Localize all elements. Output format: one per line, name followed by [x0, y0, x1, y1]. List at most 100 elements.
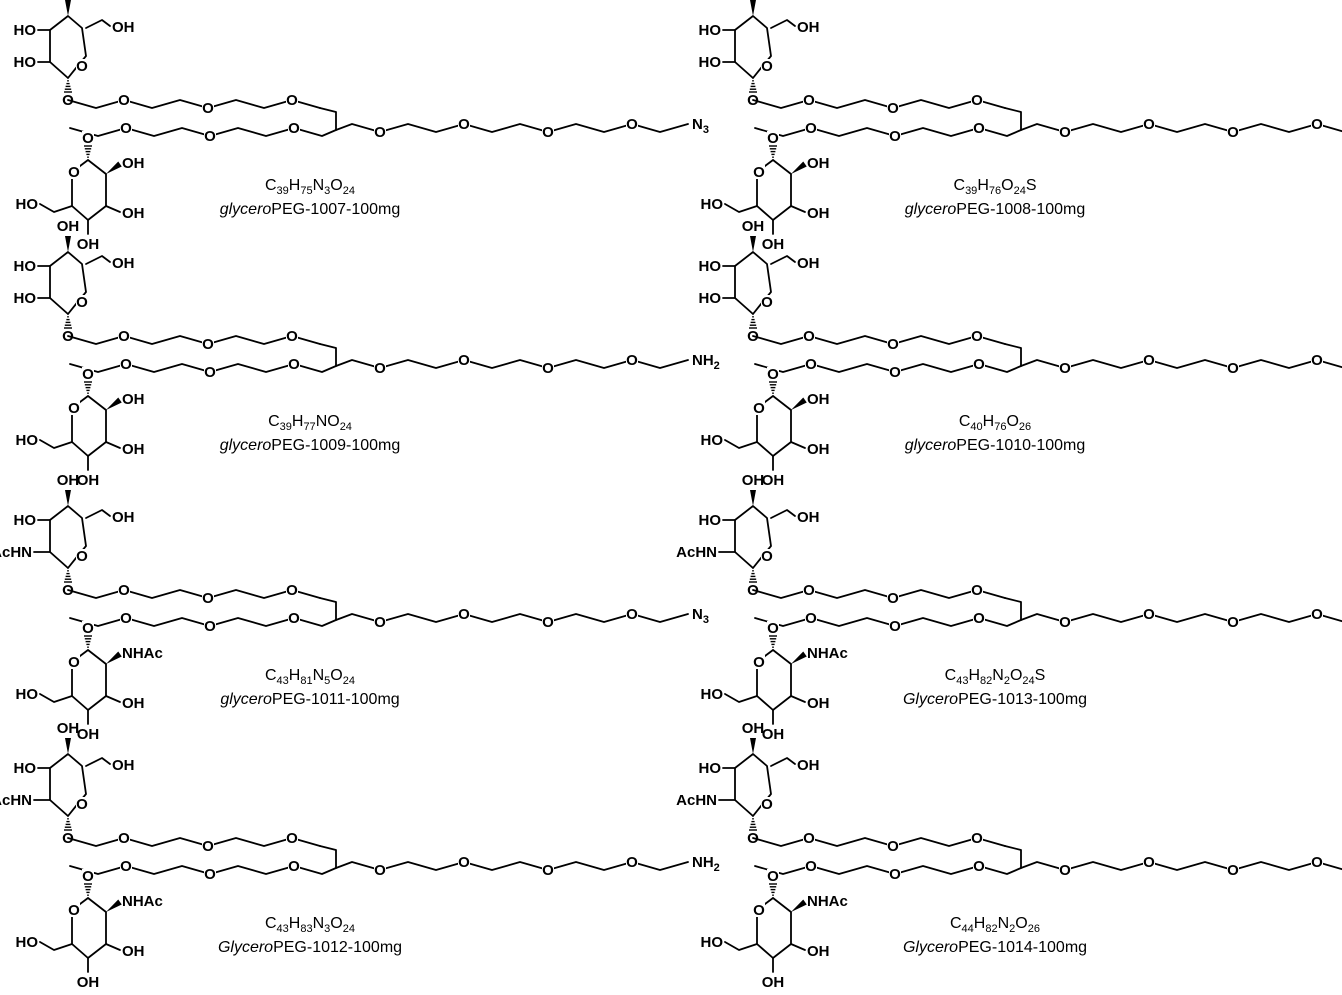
oxygen-atom-label: O — [973, 356, 985, 373]
bond-chain — [39, 693, 73, 703]
oxygen-atom-label: O — [288, 120, 300, 137]
molecular-formula: C39H75N3O24 — [265, 177, 355, 197]
oxygen-atom-label: O — [626, 854, 638, 871]
oxygen-atom-label: O — [202, 838, 214, 855]
bond-chain — [770, 509, 796, 519]
atom-mask — [761, 549, 773, 563]
oxygen-atom-label: O — [1143, 116, 1155, 133]
wedge-bond — [750, 0, 756, 16]
oxygen-atom-label: O — [202, 590, 214, 607]
bond-chain — [67, 589, 321, 599]
hydroxyl-label: OH — [762, 974, 785, 991]
atom-mask — [458, 607, 470, 621]
amine-label: NH2 — [692, 854, 720, 874]
compound-c1013: OAcHNHOOHOHOONHAcOHOHHOOOOOOOOOOOOSHC43H… — [676, 472, 1342, 743]
bond-chain — [1004, 343, 1022, 367]
atom-mask — [626, 117, 638, 131]
atom-mask — [973, 859, 985, 873]
wedge-bond — [750, 490, 756, 506]
oxygen-atom-label: O — [803, 328, 815, 345]
atom-mask — [286, 329, 298, 343]
wedge-bond — [106, 899, 122, 912]
hydroxyl-label: OH — [77, 236, 100, 253]
hydroxyl-label: HO — [701, 686, 724, 703]
bond-chain — [67, 837, 321, 847]
oxygen-atom-label: O — [887, 838, 899, 855]
atom-mask — [753, 903, 765, 917]
oxygen-atom-label: O — [202, 336, 214, 353]
atom-mask — [1059, 863, 1071, 877]
oxygen-atom-label: O — [767, 130, 779, 147]
oxygen-atom-label: O — [805, 356, 817, 373]
oxygen-atom-label: O — [76, 796, 88, 813]
atom-mask — [753, 655, 765, 669]
atom-mask — [803, 831, 815, 845]
hydroxyl-label: OH — [807, 155, 830, 172]
hydroxyl-label: OH — [57, 720, 80, 737]
atom-mask — [1227, 863, 1239, 877]
atom-mask — [889, 129, 901, 143]
wedge-bond — [750, 236, 756, 252]
oxygen-atom-label: O — [118, 328, 130, 345]
oxygen-atom-label: O — [971, 830, 983, 847]
product-name: glyceroPEG-1008-100mg — [905, 201, 1086, 218]
bond-chain — [770, 757, 796, 767]
atom-mask — [542, 863, 554, 877]
hydroxyl-label: HO — [699, 290, 722, 307]
hydroxyl-label: OH — [122, 155, 145, 172]
wedge-bond — [65, 0, 71, 16]
oxygen-atom-label: O — [626, 606, 638, 623]
oxygen-atom-label: O — [803, 92, 815, 109]
atom-mask — [805, 859, 817, 873]
hydroxyl-label: OH — [797, 509, 820, 526]
oxygen-atom-label: O — [887, 590, 899, 607]
bond-line — [790, 695, 806, 703]
atom-mask — [542, 615, 554, 629]
atom-mask — [887, 337, 899, 351]
atom-mask — [626, 855, 638, 869]
nhac-label: NHAc — [122, 645, 163, 662]
molecular-formula: C43H83N3O24 — [265, 915, 355, 935]
atom-mask — [458, 353, 470, 367]
oxygen-atom-label: O — [753, 400, 765, 417]
hydroxyl-label: HO — [16, 686, 39, 703]
oxygen-atom-label: O — [971, 328, 983, 345]
achn-label: AcHN — [0, 792, 32, 809]
product-name: glyceroPEG-1007-100mg — [220, 201, 401, 218]
hydroxyl-label: OH — [762, 726, 785, 743]
atom-mask — [626, 353, 638, 367]
compound-c1008: OHOHOOHOHOOOHOHOHHOOOOOOOOOOOOSHC39H76O2… — [699, 0, 1342, 253]
atom-mask — [887, 839, 899, 853]
oxygen-atom-label: O — [458, 606, 470, 623]
molecular-formula: C43H82N2O24S — [945, 667, 1046, 687]
achn-label: AcHN — [676, 544, 717, 561]
bond-chain — [724, 203, 758, 213]
atom-mask — [82, 869, 94, 883]
atom-mask — [761, 797, 773, 811]
atom-mask — [753, 401, 765, 415]
atom-mask — [767, 367, 779, 381]
hydroxyl-label: OH — [122, 695, 145, 712]
oxygen-atom-label: O — [76, 548, 88, 565]
oxygen-atom-label: O — [120, 858, 132, 875]
oxygen-atom-label: O — [204, 866, 216, 883]
atom-mask — [887, 101, 899, 115]
atom-mask — [971, 583, 983, 597]
atom-mask — [1059, 125, 1071, 139]
bond-chain — [770, 255, 796, 265]
hydroxyl-label: OH — [112, 19, 135, 36]
oxygen-atom-label: O — [374, 124, 386, 141]
wedge-bond — [750, 738, 756, 754]
achn-label: AcHN — [676, 792, 717, 809]
oxygen-atom-label: O — [1311, 606, 1323, 623]
atom-mask — [202, 591, 214, 605]
bond-line — [105, 205, 121, 213]
atom-mask — [889, 365, 901, 379]
atom-mask — [1311, 353, 1323, 367]
atom-mask — [82, 621, 94, 635]
oxygen-atom-label: O — [204, 364, 216, 381]
atom-mask — [120, 357, 132, 371]
oxygen-atom-label: O — [887, 100, 899, 117]
hydroxyl-label: HO — [16, 934, 39, 951]
